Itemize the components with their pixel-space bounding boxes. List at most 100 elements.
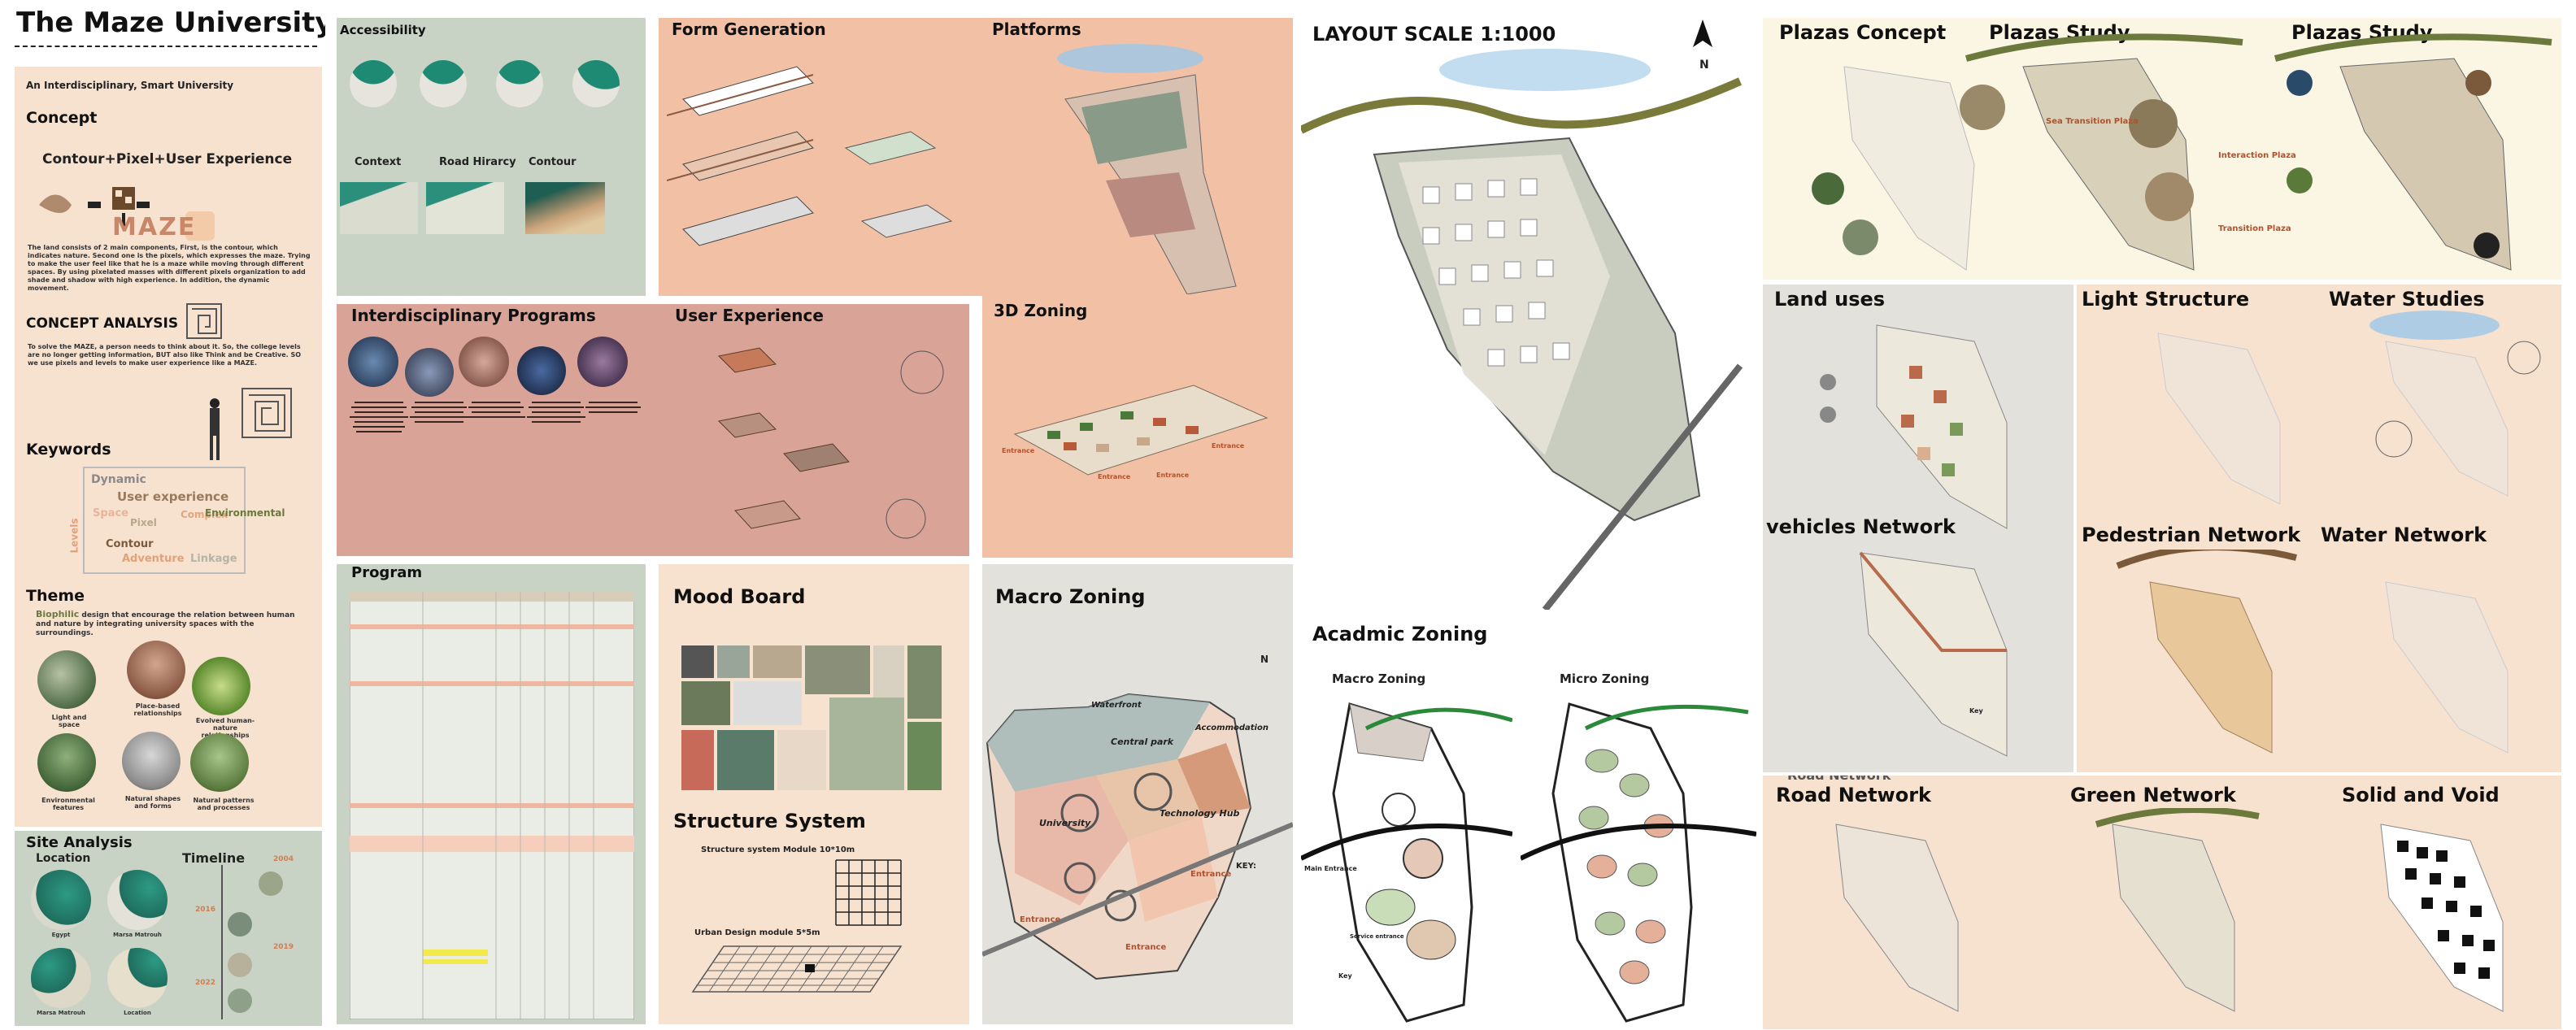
mood-board-collage (681, 645, 942, 790)
green-network-plan (2095, 808, 2260, 1012)
theme-heading: Theme (26, 587, 85, 605)
light-structure-panel: Light Structure Water Studies Pedestrian… (2077, 285, 2561, 772)
plaza-label-transition: Transition Plaza (2218, 224, 2291, 233)
access-map-3 (496, 60, 543, 107)
platforms-heading: Platforms (992, 20, 1081, 39)
location-label-matrouh1: Marsa Matrouh (113, 932, 162, 938)
interdisciplinary-panel: Interdisciplinary Programs User Experien… (337, 304, 969, 556)
academic-micro-map (1521, 702, 1756, 1023)
theme-photo-environment (37, 733, 96, 792)
theme-photo-shapes (122, 732, 181, 790)
academic-macro-map (1301, 702, 1512, 1023)
macro-zoning-label: Macro Zoning (1332, 671, 1426, 686)
location-label-matrouh2: Marsa Matrouh (37, 1010, 85, 1016)
zone-accommodation: Accommodation (1195, 724, 1268, 732)
structure-heading: Structure System (673, 810, 866, 832)
plazas-study-plan-2 (2274, 33, 2552, 271)
program-text-columns (350, 402, 641, 432)
layout-plan (1301, 49, 1743, 610)
theme-label-patterns: Natural patterns and processes (193, 797, 255, 811)
access-road-label: Road Hirarcy (439, 156, 516, 168)
maze-icon (186, 303, 222, 339)
plazas-concept-plan (1812, 66, 1975, 271)
keyword-dynamic: Dynamic (91, 473, 146, 486)
zone-technology-hub: Technology Hub (1160, 808, 1240, 819)
zoning3d-heading: 3D Zoning (994, 301, 1088, 320)
water-studies-plan (2369, 311, 2541, 497)
access-road-map (426, 182, 504, 234)
road-network-plan (1835, 824, 1959, 1012)
site-analysis-panel: Site Analysis Location Timeline Egypt Ma… (15, 831, 322, 1026)
keywords-heading: Keywords (26, 441, 111, 459)
timeline-year-4: 2022 (195, 979, 216, 987)
vehicles-plan (1859, 551, 2008, 757)
main-entrance-label: Main Entrance (1304, 865, 1357, 872)
accessibility-panel: Accessibility Context Road Hirarcy Conto… (337, 18, 646, 296)
zoning3d-entrance-2: Entrance (1156, 472, 1190, 479)
program-photo-2 (405, 348, 454, 397)
timeline-year-2: 2016 (195, 906, 216, 914)
keywords-box: Dynamic User experience Space Pixel Comp… (69, 467, 285, 574)
theme-label-shapes: Natural shapes and forms (124, 795, 181, 810)
urban-module-label: Urban Design module 5*5m (694, 928, 820, 937)
mood-board-panel: Mood Board Structure System Structure sy… (659, 564, 969, 1024)
access-map-4 (572, 60, 620, 107)
access-map-2 (420, 60, 467, 107)
concept-panel: An Interdisciplinary, Smart University C… (15, 67, 322, 827)
mood-board-heading: Mood Board (673, 585, 806, 608)
location-label-egypt: Egypt (51, 932, 71, 938)
zoning3d-entrance-3: Entrance (1212, 442, 1245, 450)
macro-zoning-north: N (1260, 654, 1269, 665)
user-experience-diagram (717, 347, 944, 539)
keyword-adventure: Adventure (122, 553, 185, 565)
keyword-pixel: Pixel (130, 517, 157, 528)
program-photo-5 (577, 337, 628, 387)
water-network-plan (2385, 581, 2509, 754)
zone-waterfront: Waterfront (1091, 701, 1142, 710)
timeline-line (221, 865, 223, 1019)
location-label-site: Location (124, 1010, 151, 1016)
location-heading: Location (36, 852, 91, 865)
concept-heading: Concept (26, 109, 98, 127)
theme-strong: Biophilic (36, 609, 80, 619)
site-analysis-heading: Site Analysis (26, 834, 133, 851)
maze-description: The land consists of 2 main components, … (28, 244, 311, 292)
road-network-heading: Road Network (1776, 784, 1931, 806)
zoning3d-entrance-1: Entrance (1002, 447, 1035, 454)
theme-photo-place (127, 641, 185, 699)
macro-zoning-heading: Macro Zoning (995, 585, 1146, 608)
timeline-photo-1 (259, 871, 283, 896)
zoning3d-panel: 3D Zoning Entrance Entrance Entrance Ent… (982, 296, 1293, 558)
location-map-site (107, 948, 168, 1008)
structure-grid (835, 859, 902, 926)
timeline-year-3: 2019 (273, 943, 294, 951)
urban-grid (691, 945, 903, 993)
form-generation-panel: Form Generation Platforms (659, 18, 1293, 296)
theme-photo-evolved (192, 657, 250, 715)
plazas-panel: Plazas Concept Plazas Study Plazas Study… (1763, 18, 2561, 280)
zone-entrance-2: Entrance (1125, 943, 1167, 952)
layout-north-label: N (1699, 59, 1709, 72)
theme-label-place: Place-based relationships (133, 702, 182, 717)
location-map-matrouh2 (31, 948, 91, 1008)
water-studies-heading: Water Studies (2329, 288, 2485, 311)
concept-formula: Contour+Pixel+User Experience (42, 151, 293, 167)
access-context-map (340, 182, 418, 234)
timeline-heading: Timeline (182, 850, 246, 866)
plaza-label-interaction: Interaction Plaza (2218, 151, 2296, 160)
plazas-concept-heading: Plazas Concept (1779, 21, 1947, 44)
access-contour-label: Contour (529, 156, 577, 168)
program-heading: Program (351, 564, 423, 581)
zone-entrance-3: Entrance (1190, 870, 1232, 879)
program-table (350, 592, 634, 1019)
macro-zoning-key: KEY: (1236, 862, 1256, 871)
form-generation-heading: Form Generation (672, 20, 826, 39)
analysis-heading: CONCEPT ANALYSIS (26, 315, 179, 332)
theme-text: Biophilic design that encourage the rela… (36, 610, 312, 638)
accessibility-heading: Accessibility (340, 23, 426, 37)
program-photo-1 (348, 337, 398, 387)
form-generation-diagram (667, 66, 953, 246)
land-uses-panel: Land uses vehicles Network Key (1763, 285, 2073, 772)
zone-entrance-1: Entrance (1020, 915, 1061, 924)
program-photo-3 (459, 337, 509, 387)
